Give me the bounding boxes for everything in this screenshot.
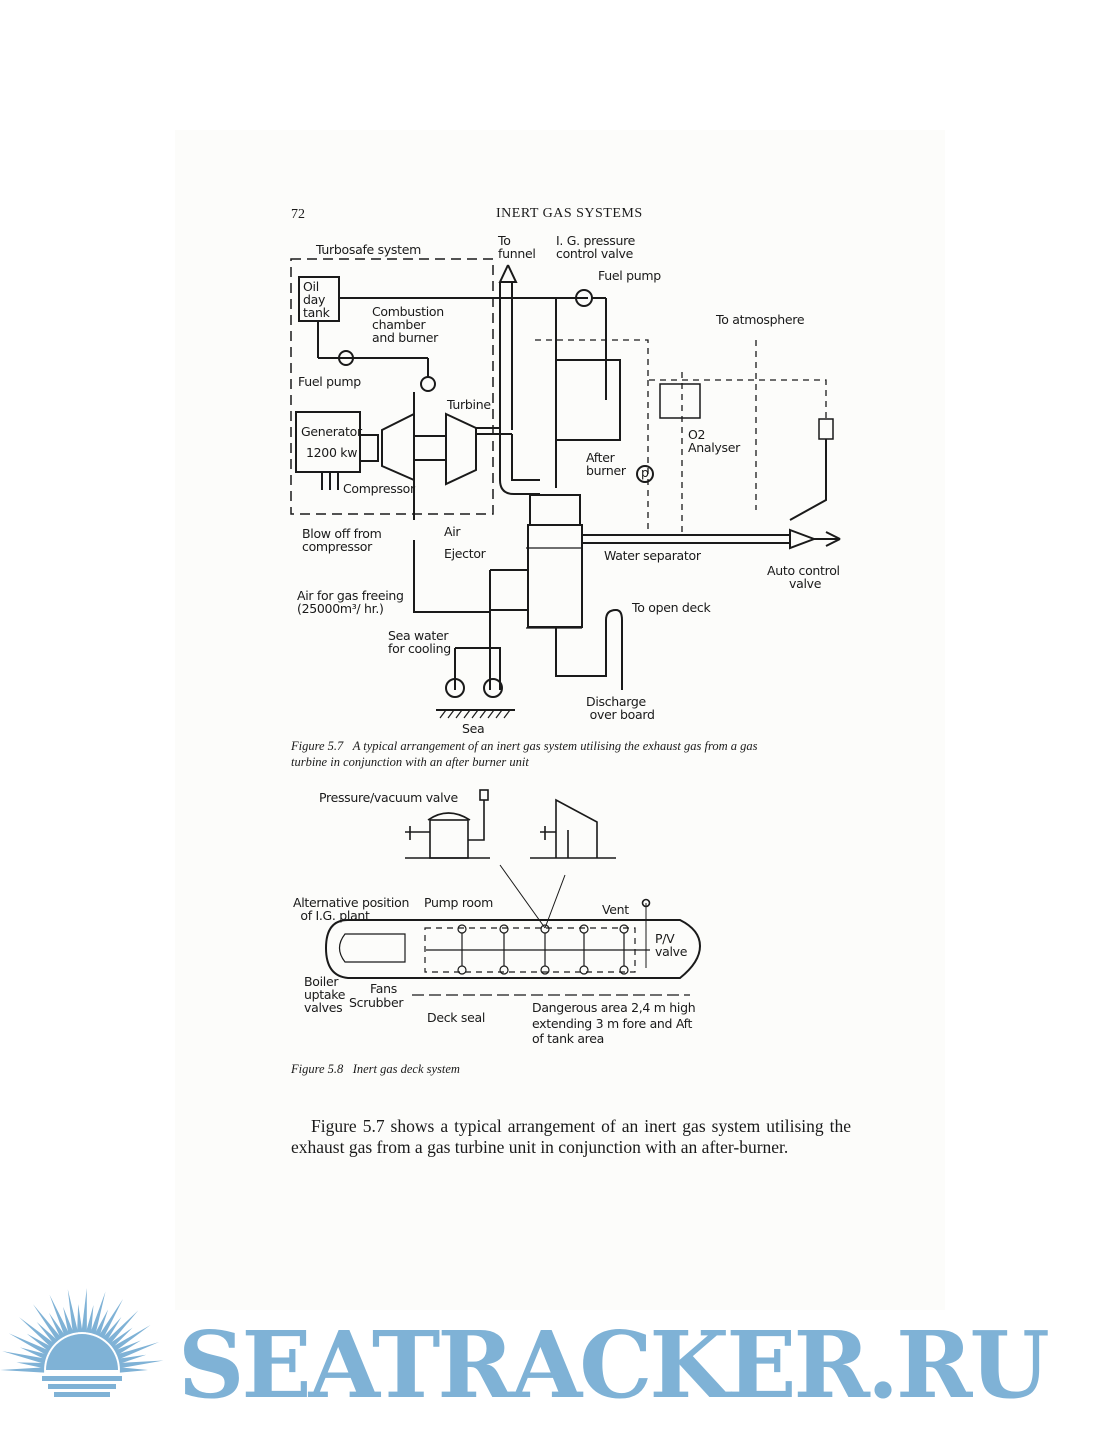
sun-ray	[19, 1347, 48, 1360]
label-auto-control-valve: Auto control valve	[767, 563, 840, 591]
sun-reflection	[48, 1384, 116, 1389]
label-p-symbol: p	[641, 465, 649, 480]
sun-ray	[8, 1333, 50, 1356]
label-turbine: Turbine	[447, 397, 491, 412]
label-fuel-pump-left: Fuel pump	[298, 374, 361, 389]
watermark-logo-text: SEATRACKER.RU	[178, 1311, 1050, 1419]
label-air-gas-freeing: Air for gas freeing (25000m³/ hr.)	[297, 588, 404, 616]
sun-ray	[109, 1327, 133, 1348]
label-o2-analyser: O2 Analyser	[688, 427, 740, 455]
sun-ray	[112, 1324, 151, 1352]
label-oil-day-tank: Oil day tank	[303, 279, 330, 320]
label-after-burner: After burner	[586, 450, 626, 478]
label-fuel-pump-top: Fuel pump	[598, 268, 661, 283]
label-dangerous-area: Dangerous area 2,4 m high extending 3 m …	[532, 1000, 696, 1046]
label-scrubber: Scrubber	[349, 995, 404, 1010]
label-pv-valve: P/V valve	[655, 931, 688, 959]
body-paragraph: Figure 5.7 shows a typical arrangement o…	[291, 1115, 851, 1157]
caption-number: Figure 5.7	[291, 739, 344, 753]
sun-ray	[77, 1304, 83, 1333]
sun-ray	[33, 1304, 62, 1342]
sun-ray	[116, 1341, 160, 1360]
sun-ray	[98, 1298, 123, 1339]
label-generator-rating: 1200 kw	[306, 445, 358, 460]
label-air: Air	[444, 524, 461, 539]
sun-ray	[16, 1362, 45, 1369]
sun-ray	[102, 1317, 122, 1342]
label-to-funnel: To funnel	[498, 233, 536, 261]
label-to-open-deck: To open deck	[632, 600, 711, 615]
sun-ray	[81, 1288, 87, 1333]
sun-ray	[119, 1360, 164, 1369]
label-vent: Vent	[602, 902, 629, 917]
caption-text: Inert gas deck system	[352, 1062, 460, 1076]
sun-ray	[63, 1306, 74, 1335]
label-alternative-position: Alternative position of I.G. plant	[293, 895, 410, 923]
figure-5-7-caption: Figure 5.7 A typical arrangement of an i…	[291, 738, 771, 770]
caption-number: Figure 5.8	[291, 1062, 344, 1076]
label-ejector: Ejector	[444, 546, 486, 561]
scanned-page	[175, 130, 945, 1310]
sun-ray	[106, 1310, 139, 1345]
sun-ray	[26, 1333, 52, 1352]
label-sea-water: Sea water for cooling	[388, 628, 451, 656]
sun-ray	[67, 1289, 79, 1334]
sun-ray	[114, 1340, 141, 1356]
label-combustion-chamber: Combustion chamber and burner	[372, 304, 444, 345]
sun-ray	[94, 1309, 109, 1337]
sun-ray	[2, 1351, 46, 1364]
label-discharge: Discharge over board	[586, 694, 655, 722]
sun-ray	[49, 1294, 70, 1337]
sun-ray	[119, 1367, 148, 1373]
caption-text: A typical arrangement of an inert gas sy…	[291, 739, 758, 769]
page-number: 72	[291, 207, 305, 222]
label-water-separator: Water separator	[604, 548, 701, 563]
sun-ray	[49, 1312, 66, 1339]
running-title: INERT GAS SYSTEMS	[496, 206, 643, 221]
label-pump-room: Pump room	[424, 895, 493, 910]
label-generator: Generator	[301, 424, 362, 439]
label-boiler-uptake-valves: Boiler uptake valves	[304, 974, 346, 1015]
sun-ray	[85, 1305, 94, 1334]
figure-5-8-caption: Figure 5.8 Inert gas deck system	[291, 1061, 771, 1077]
sun-reflection	[42, 1376, 122, 1381]
sun-ray	[0, 1367, 45, 1373]
label-turbosafe-system: Turbosafe system	[316, 242, 422, 257]
sun-disc	[46, 1334, 118, 1370]
sun-ray	[90, 1291, 106, 1335]
label-fans: Fans	[370, 981, 397, 996]
label-sea: Sea	[462, 721, 485, 736]
label-blow-off: Blow off from compressor	[302, 526, 382, 554]
sun-ray	[19, 1317, 55, 1348]
label-pressure-vacuum-valve: Pressure/vacuum valve	[319, 790, 458, 805]
sun-ray	[36, 1321, 58, 1345]
sun-reflection	[54, 1392, 110, 1397]
label-deck-seal: Deck seal	[427, 1010, 486, 1025]
label-ig-pressure-valve: I. G. pressure control valve	[556, 233, 636, 261]
sun-ray	[118, 1354, 147, 1364]
label-to-atmosphere: To atmosphere	[716, 312, 805, 327]
label-compressor: Compressor	[343, 481, 415, 496]
